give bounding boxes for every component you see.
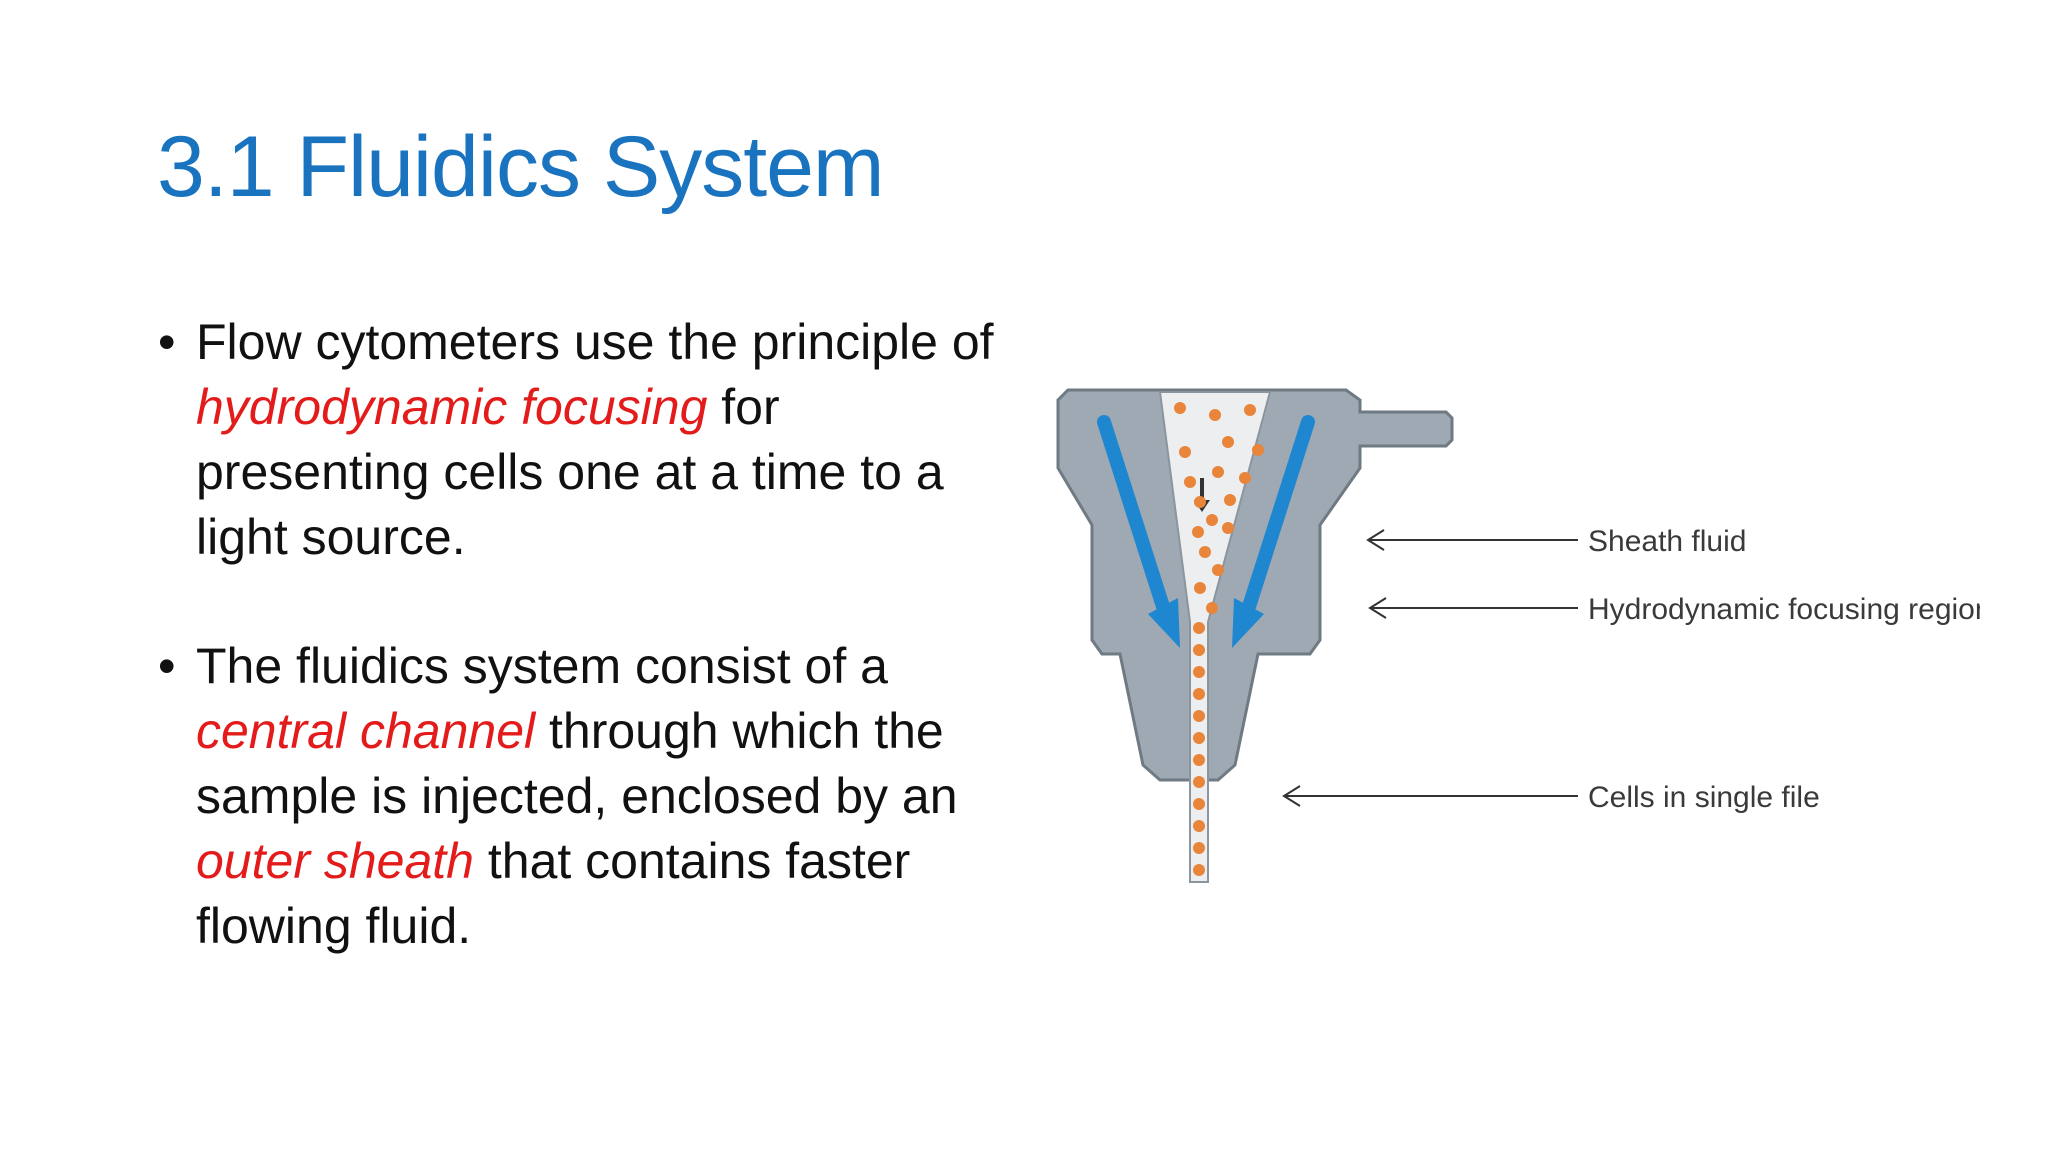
- slide-title: 3.1 Fluidics System: [157, 119, 885, 215]
- text-segment: that contains faster flowing fluid.: [196, 833, 911, 954]
- bullet-marker: •: [158, 314, 176, 370]
- text-segment: Flow cytometers use the principle of: [196, 314, 994, 370]
- emphasis-segment: central channel: [196, 703, 536, 759]
- emphasis-segment: outer sheath: [196, 833, 474, 889]
- text-segment: for presenting cells one at a time to a …: [196, 379, 944, 565]
- bullet-item-1: • Flow cytometers use the principle of h…: [150, 310, 1010, 570]
- label-sheath-fluid: Sheath fluid: [1588, 525, 1746, 558]
- label-single-file: Cells in single file: [1588, 781, 1820, 814]
- leader-line-single-file: [1282, 785, 1578, 807]
- leader-line-focusing: [1368, 597, 1578, 619]
- hydrodynamic-focusing-diagram: Sheath fluid Hydrodynamic focusing regio…: [1056, 388, 1980, 883]
- bullet-marker: •: [158, 638, 176, 694]
- bullet-text: Flow cytometers use the principle of hyd…: [196, 314, 994, 565]
- bullet-list: • Flow cytometers use the principle of h…: [150, 310, 1010, 1023]
- bullet-text: The fluidics system consist of a central…: [196, 638, 958, 954]
- label-focusing-region: Hydrodynamic focusing region: [1588, 593, 1980, 626]
- text-segment: through which the sample is injected, en…: [196, 703, 958, 824]
- sheath-arrow-right: [1232, 415, 1315, 648]
- emphasis-segment: hydrodynamic focusing: [196, 379, 708, 435]
- text-segment: The fluidics system consist of a: [196, 638, 888, 694]
- bullet-item-2: • The fluidics system consist of a centr…: [150, 634, 1010, 959]
- sheath-arrow-left: [1097, 415, 1180, 648]
- leader-line-sheath: [1366, 529, 1578, 551]
- cells: [1174, 402, 1264, 876]
- sample-core-funnel: [1158, 391, 1272, 883]
